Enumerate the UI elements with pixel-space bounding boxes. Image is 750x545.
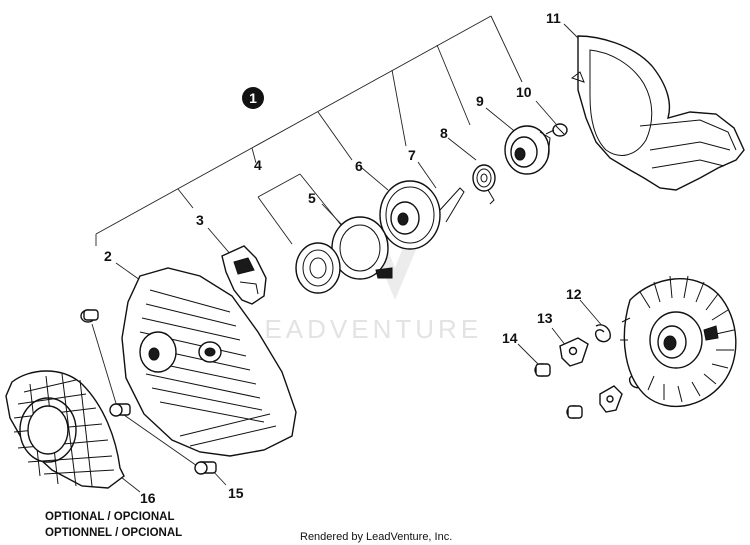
assembly-callout-badge: 1 [242,87,264,109]
callout-10: 10 [516,84,532,100]
callout-6: 6 [355,158,363,174]
screw-15a [80,309,99,323]
callout-8: 8 [440,125,448,141]
assembly-callout-number: 1 [249,90,257,106]
callout-14: 14 [502,330,518,346]
callout-11: 11 [546,10,561,26]
callout-4: 4 [254,157,262,173]
optional-guard-part-16 [5,370,125,489]
screws-part-15 [80,309,217,475]
flywheel-spring-part-12 [594,324,611,343]
callout-2: 2 [104,248,112,264]
callout-5: 5 [308,190,316,206]
callout-3: 3 [196,212,204,228]
rewind-spring-part-8 [472,164,496,205]
screw-part-10 [545,123,568,137]
pulley-hub-part-9 [504,125,551,175]
flywheel-pawl-part-13 [559,337,589,367]
blower-housing-part-11 [570,35,745,191]
callout-15: 15 [228,485,244,501]
screw-part-14 [534,363,583,419]
spring-part-5 [295,242,341,294]
callout-16: 16 [140,490,156,506]
leader-lines [91,23,605,493]
screw-15c [194,461,217,475]
sub-bracket-4 [257,173,346,245]
optional-note-line1: OPTIONAL / OPCIONAL [45,511,175,523]
starter-housing-part-2 [121,267,297,457]
flywheel [620,275,737,408]
callout-7: 7 [408,147,416,163]
callout-13: 13 [537,310,553,326]
optional-note-line2: OPTIONNEL / OPCIONAL [45,527,182,539]
watermark-text: LEADVENTURE [246,314,482,344]
screw-15b [109,403,131,417]
callout-9: 9 [476,93,484,109]
starter-pulley-part-7 [379,180,465,250]
footer-credit: Rendered by LeadVenture, Inc. [300,531,452,543]
spring-plate-part-6 [331,216,393,280]
callout-12: 12 [566,286,582,302]
assembly-bracket [95,15,523,246]
flywheel-pawl-lower [599,385,623,413]
starter-handle-part-3 [221,245,267,305]
